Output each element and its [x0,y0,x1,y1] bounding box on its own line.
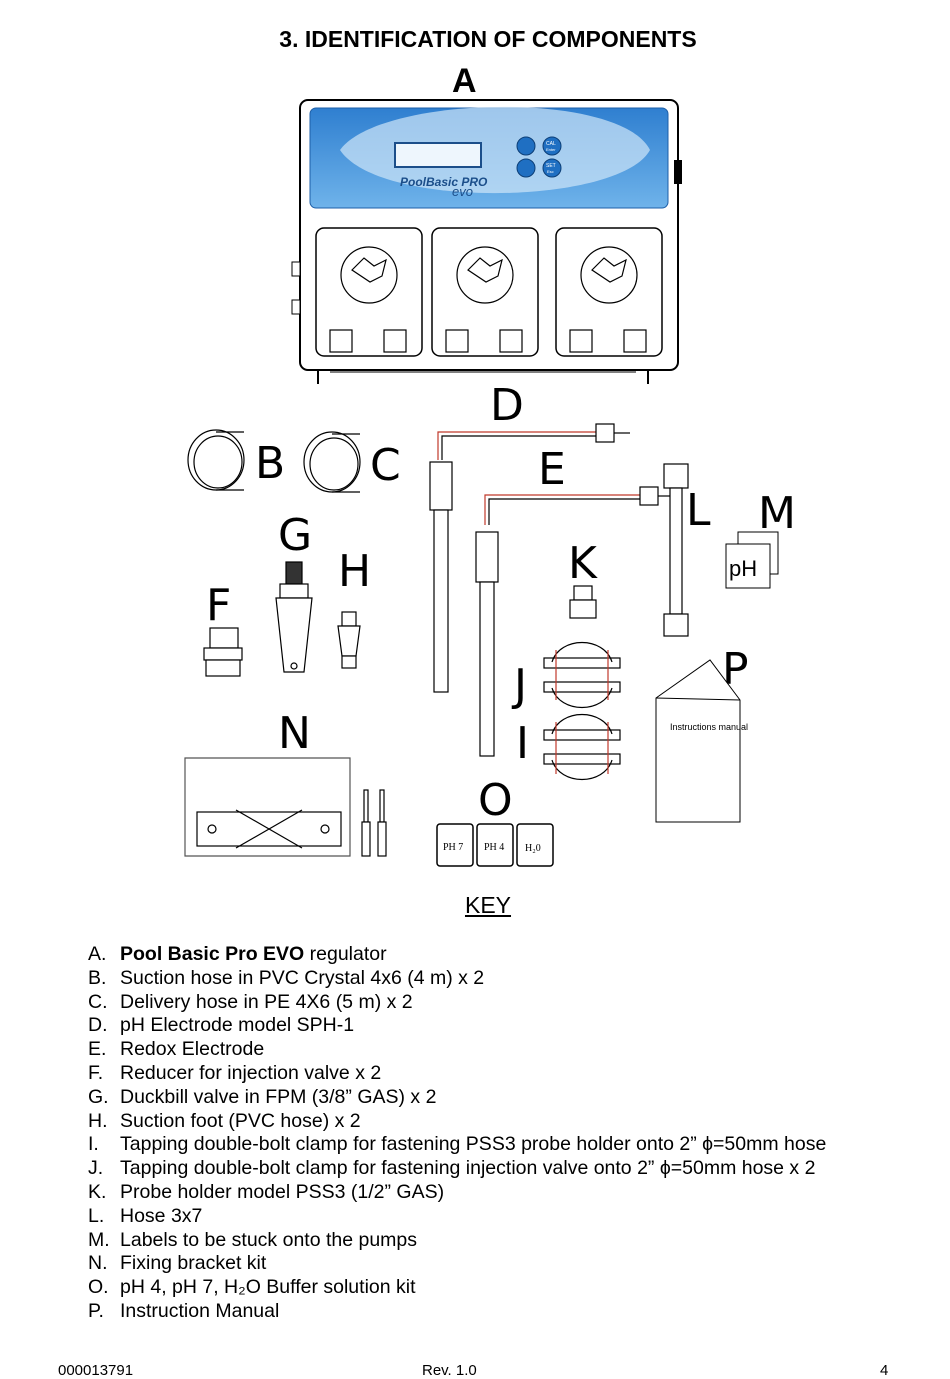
label-o: O [478,775,513,826]
list-item: L.Hose 3x7 [88,1204,203,1227]
revision-text: Rev. 1.0 [422,1362,477,1379]
hose-3x7-illustration [663,463,689,637]
list-item: F.Reducer for injection valve x 2 [88,1061,382,1084]
list-item: I.Tapping double-bolt clamp for fastenin… [88,1133,827,1156]
redox-electrode-illustration [475,486,672,757]
list-item: N.Fixing bracket kit [88,1252,267,1275]
clamp-j-illustration [543,641,621,709]
reducer-illustration [203,627,243,677]
label-e: E [538,444,566,495]
suction-foot-illustration [337,611,361,669]
probe-holder-illustration [569,585,597,619]
set-sub-text: Esc [547,169,554,174]
key-heading: KEY [464,892,512,918]
label-j: J [511,660,527,711]
label-l: L [686,485,711,536]
brand-text: PoolBasic PRO [400,175,488,189]
label-i: I [516,718,529,769]
duckbill-valve-illustration [275,561,313,673]
list-item: B.Suction hose in PVC Crystal 4x6 (4 m) … [88,966,485,989]
list-item: G.Duckbill valve in FPM (3/8” GAS) x 2 [88,1085,437,1108]
suction-hose-illustration [187,429,245,491]
delivery-hose-illustration [303,431,361,493]
list-item: E.Redox Electrode [88,1038,265,1061]
list-item: A.Pool Basic Pro EVO regulator [88,943,387,965]
list-item: D.pH Electrode model SPH-1 [88,1014,355,1037]
instruction-manual-illustration: Instructions manual [655,659,748,823]
clamp-i-illustration [543,713,621,781]
set-text: SET [546,163,556,169]
list-item: J.Tapping double-bolt clamp for fastenin… [88,1157,816,1180]
page-number: 4 [880,1362,889,1379]
label-b: B [255,438,285,489]
set-button-icon [542,158,562,178]
list-item: P.Instruction Manual [88,1299,280,1322]
ph-label-text: pH [729,556,757,581]
ph-electrode-illustration [429,423,630,693]
list-item: K.Probe holder model PSS3 (1/2” GAS) [88,1180,445,1203]
label-f: F [206,580,231,631]
label-h: H [338,546,371,597]
manual-cover-text: Instructions manual [670,722,748,732]
ph-labels-illustration: pH [725,531,779,589]
cal-text: CAL [546,141,556,147]
bottle-ph7-label: PH 7 [443,842,463,853]
cal-button-icon [542,136,562,156]
list-item: C.Delivery hose in PE 4X6 (5 m) x 2 [88,990,413,1013]
cal-sub-text: Enter [546,147,556,152]
bottle-h2o-label: H₂0 [525,843,541,854]
brand-evo-text: evo [452,184,473,199]
down-button-icon [516,158,536,178]
up-button-icon [516,136,536,156]
regulator-illustration: A PoolBasic PRO evo CAL Enter SET Esc [291,62,682,384]
label-g: G [278,510,312,561]
document-code: 000013791 [58,1362,134,1379]
label-c: C [370,440,401,491]
list-item: H.Suction foot (PVC hose) x 2 [88,1109,361,1132]
fixing-bracket-illustration [184,757,387,857]
list-item: O.pH 4, pH 7, H₂O Buffer solution kit [88,1276,416,1299]
label-n: N [278,708,311,759]
bottle-ph4-label: PH 4 [484,842,504,853]
components-diagram: A PoolBasic PRO evo CAL Enter SET Esc [184,62,796,867]
label-d: D [490,380,524,431]
label-a: A [452,62,477,100]
component-list: A.Pool Basic Pro EVO regulator B.Suction… [88,943,826,1324]
label-m: M [758,488,796,539]
list-item: M.Labels to be stuck onto the pumps [88,1228,418,1251]
label-k: K [568,538,598,589]
buffer-solution-kit-illustration: PH 7 PH 4 H₂0 [436,823,554,867]
page-title: 3. IDENTIFICATION OF COMPONENTS [279,26,697,52]
